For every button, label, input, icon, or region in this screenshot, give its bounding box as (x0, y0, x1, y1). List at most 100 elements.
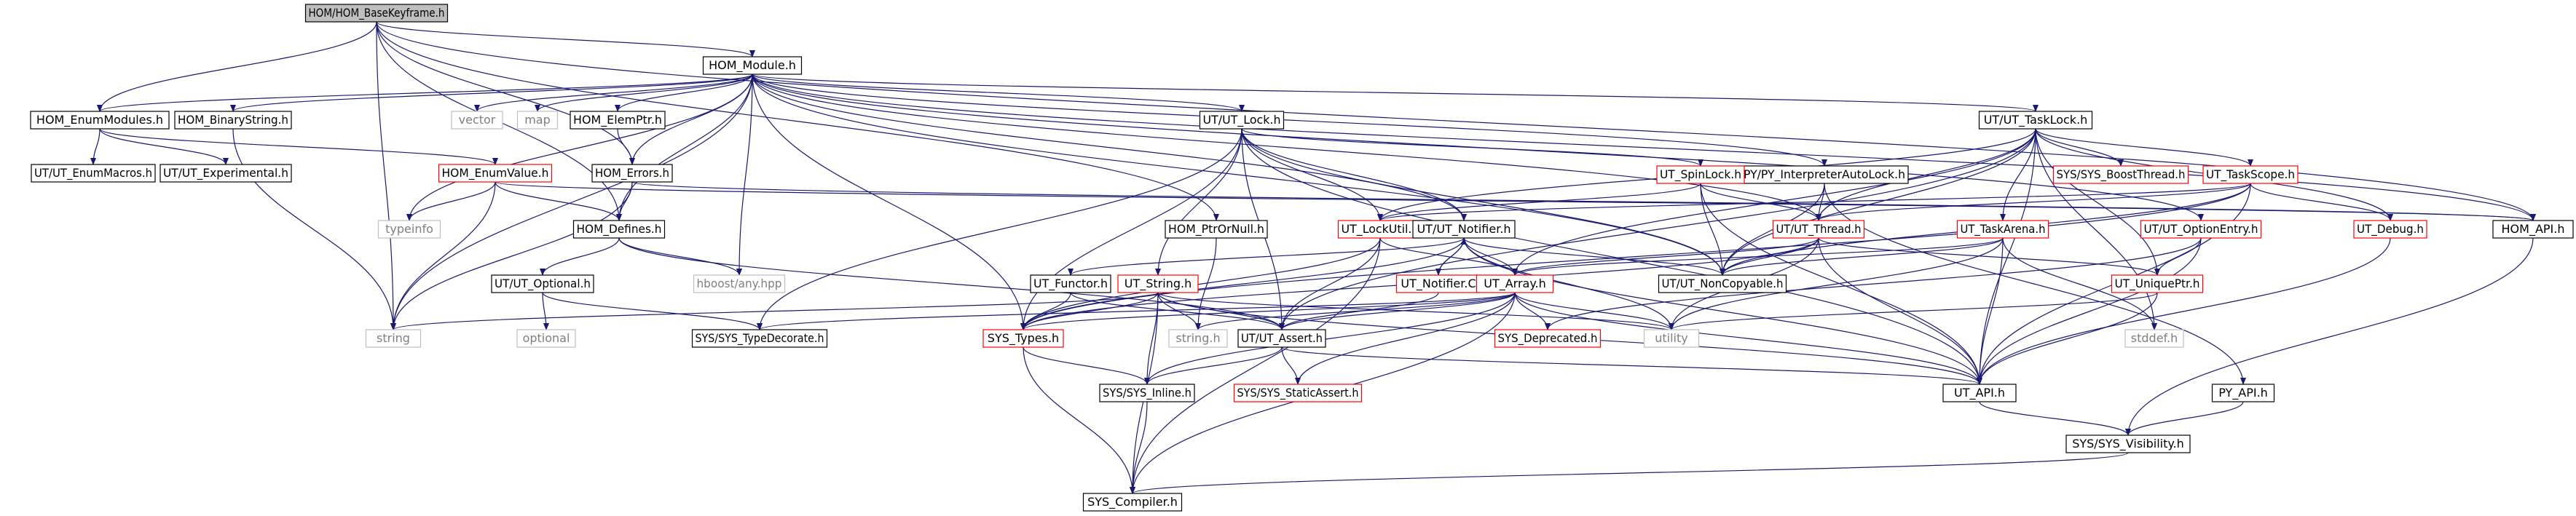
node-box (1956, 220, 2049, 239)
node-hom_defines[interactable]: HOM_Defines.h (572, 220, 666, 239)
edge-ut_tasklock-to-ut_api (1977, 128, 2036, 385)
node-ut_string[interactable]: UT_String.h (1117, 274, 1199, 293)
node-ut_notifier[interactable]: UT/UT_Notifier.h (1412, 220, 1516, 239)
node-layer: HOM/HOM_BaseKeyframe.hHOM_Module.hHOM_En… (30, 4, 2574, 512)
edge-ut_taskarena-to-ut_api (1977, 237, 2004, 385)
node-hom_api[interactable]: HOM_API.h (2492, 220, 2574, 239)
edge-hom_module-to-ut_noncopyable (752, 74, 1725, 276)
node-label: HOM_Defines.h (577, 222, 662, 237)
node-label: PY/PY_InterpreterAutoLock.h (1744, 167, 1905, 182)
node-ut_optionentry[interactable]: UT/UT_OptionEntry.h (2140, 220, 2262, 239)
node-sys_inline[interactable]: SYS/SYS_Inline.h (1099, 384, 1195, 402)
node-label: UT_API.h (1954, 386, 2005, 400)
node-label: HOM_API.h (2502, 222, 2565, 237)
edge-ut_uniqueptr-to-ut_api (1977, 292, 2158, 385)
node-ut_uniqueptr[interactable]: UT_UniquePtr.h (2111, 274, 2204, 293)
node-box (1412, 220, 1516, 239)
node-hom_errors[interactable]: HOM_Errors.h (591, 164, 673, 183)
node-sys_types[interactable]: SYS_Types.h (982, 329, 1064, 348)
node-ut_taskscope[interactable]: UT_TaskScope.h (2202, 165, 2299, 184)
node-box (1942, 384, 2017, 402)
edge-ut_functor-to-ut_assert (1070, 292, 1285, 330)
edge-ut_notifier_c-to-ut_notifier (1438, 237, 1467, 276)
edge-ut_array-to-sys_typedecorate (757, 292, 1516, 330)
node-box (174, 111, 292, 130)
edge-ut_notifier-to-ut_noncopyable (1463, 237, 1725, 276)
edge-hom_module-to-ut_notifier (752, 74, 1467, 221)
node-optional: optional (516, 329, 576, 348)
node-ut_noncopyable[interactable]: UT/UT_NonCopyable.h (1658, 274, 1787, 293)
edge-ut_notifier-to-ut_array (1463, 237, 1518, 276)
node-box (377, 220, 441, 239)
edge-ut_optional-to-optional (542, 292, 549, 330)
node-label: SYS/SYS_Visibility.h (2072, 437, 2184, 451)
node-ut_tasklock[interactable]: UT/UT_TaskLock.h (1978, 111, 2093, 130)
edge-ut_tasklock-to-ut_noncopyable (1720, 128, 2036, 276)
edge-hom_basekeyframe-to-hom_api (376, 21, 2536, 221)
node-label: UT_TaskArena.h (1961, 222, 2046, 237)
node-sys_deprecated[interactable]: SYS_Deprecated.h (1494, 329, 1602, 348)
edge-hom_ptrornull-to-string_h (1195, 237, 1217, 330)
edge-ut_optionentry-to-ut_api (1977, 237, 2202, 385)
edge-hom_module-to-hboost_any (736, 74, 753, 276)
node-box (491, 274, 594, 293)
edge-ut_array-to-ut_api (1514, 292, 1982, 385)
node-ut_experimental[interactable]: UT/UT_Experimental.h (159, 164, 292, 183)
node-ut_notifier_c[interactable]: UT_Notifier.C (1395, 274, 1481, 293)
node-sys_boostthread[interactable]: SYS/SYS_BoostThread.h (2052, 165, 2189, 184)
node-ut_assert[interactable]: UT/UT_Assert.h (1237, 329, 1326, 348)
node-hom_ptrornull[interactable]: HOM_PtrOrNull.h (1165, 220, 1268, 239)
node-ut_lockutil[interactable]: UT_LockUtil.h (1337, 220, 1423, 239)
edge-hom_module-to-hom_elemptr (615, 74, 753, 112)
node-label: string (377, 331, 410, 345)
node-ut_lock[interactable]: UT/UT_Lock.h (1199, 111, 1285, 130)
node-label: utility (1655, 331, 1688, 345)
edge-hom_errors-to-string (390, 181, 633, 330)
edge-ut_string-to-sys_inline (1144, 292, 1159, 385)
edge-ut_optionentry-to-sys_deprecated (1545, 237, 2202, 330)
node-label: stddef.h (2131, 331, 2178, 345)
node-box (2202, 165, 2299, 184)
edge-ut_lock-to-ut_lockutil (1241, 128, 1383, 221)
node-ut_functor[interactable]: UT_Functor.h (1030, 274, 1111, 293)
edge-ut_taskscope-to-ut_lockutil (1377, 183, 2251, 221)
node-hom_basekeyframe[interactable]: HOM/HOM_BaseKeyframe.h (304, 4, 449, 23)
node-utility: utility (1643, 329, 1700, 348)
node-ut_enummacros[interactable]: UT/UT_EnumMacros.h (31, 164, 156, 183)
node-label: UT/UT_EnumMacros.h (34, 166, 152, 180)
node-sys_typedecorate[interactable]: SYS/SYS_TypeDecorate.h (691, 329, 828, 348)
node-sys_staticassert[interactable]: SYS/SYS_StaticAssert.h (1233, 384, 1363, 402)
node-label: string.h (1175, 331, 1220, 345)
node-label: SYS/SYS_TypeDecorate.h (696, 331, 824, 346)
node-ut_array[interactable]: UT_Array.h (1476, 274, 1554, 293)
edge-hom_basekeyframe-to-hom_module (376, 21, 755, 57)
node-ut_debug[interactable]: UT_Debug.h (2353, 220, 2427, 239)
node-hom_enummodules[interactable]: HOM_EnumModules.h (30, 111, 170, 130)
node-py_interpreterautolock[interactable]: PY/PY_InterpreterAutoLock.h (1740, 165, 1909, 184)
node-ut_thread[interactable]: UT/UT_Thread.h (1772, 220, 1865, 239)
node-ut_api[interactable]: UT_API.h (1942, 384, 2017, 402)
node-box (2492, 220, 2574, 239)
node-hom_module[interactable]: HOM_Module.h (702, 56, 803, 75)
node-box (451, 111, 503, 130)
node-box (31, 164, 156, 183)
node-ut_spinlock[interactable]: UT_SpinLock.h (1656, 165, 1745, 184)
edge-ut_thread-to-ut_api (1818, 237, 1982, 385)
edge-hom_defines-to-ut_optional (540, 237, 620, 276)
edge-hom_module-to-typeinfo (406, 74, 753, 221)
node-typeinfo: typeinfo (377, 220, 441, 239)
node-hom_enumvalue[interactable]: HOM_EnumValue.h (438, 164, 553, 183)
node-hom_binarystring[interactable]: HOM_BinaryString.h (174, 111, 292, 130)
node-ut_taskarena[interactable]: UT_TaskArena.h (1956, 220, 2049, 239)
node-sys_visibility[interactable]: SYS/SYS_Visibility.h (2065, 434, 2191, 453)
node-sys_compiler[interactable]: SYS_Compiler.h (1082, 493, 1183, 512)
node-label: UT/UT_OptionEntry.h (2144, 222, 2258, 237)
node-py_api[interactable]: PY_API.h (2211, 384, 2275, 402)
node-label: UT/UT_NonCopyable.h (1662, 277, 1784, 291)
node-box (1643, 329, 1700, 348)
node-label: UT_TaskScope.h (2206, 167, 2295, 182)
node-hom_elemptr[interactable]: HOM_ElemPtr.h (570, 111, 666, 130)
edge-ut_api-to-sys_visibility (1979, 401, 2131, 436)
node-ut_optional[interactable]: UT/UT_Optional.h (491, 274, 594, 293)
